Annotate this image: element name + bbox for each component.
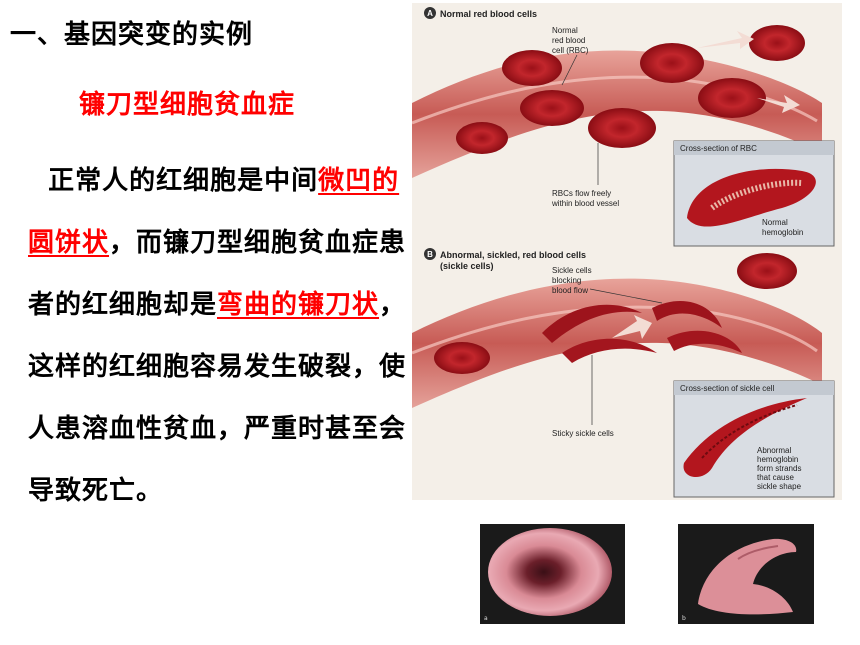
hemoglobin-dots bbox=[710, 179, 803, 211]
cell-fold bbox=[737, 545, 779, 560]
rbc-normal bbox=[520, 90, 584, 126]
panel-b-title: Abnormal, sickled, red blood cells (sick… bbox=[440, 250, 589, 271]
panel-a-marker: A bbox=[427, 9, 433, 18]
hemoglobin-strands bbox=[701, 404, 798, 459]
highlight-disc-shape: 微凹的圆饼状 bbox=[28, 166, 400, 258]
leader-line bbox=[561, 54, 578, 86]
sickle-cell bbox=[667, 330, 742, 353]
biconcave-disc-cell bbox=[488, 528, 612, 616]
body-paragraph: 正常人的红细胞是中间微凹的圆饼状，而镰刀型细胞贫血症患者的红细胞却是弯曲的镰刀状… bbox=[28, 150, 408, 522]
inset-title: Cross-section of RBC bbox=[680, 144, 757, 153]
text-run: 正常人的红细胞是中间 bbox=[48, 166, 319, 196]
label-rbc-flow: RBCs flow freely within blood vessel bbox=[551, 189, 619, 208]
inset-title: Cross-section of sickle cell bbox=[680, 384, 774, 393]
inset-label: Abnormal hemoglobin form strands that ca… bbox=[757, 446, 804, 491]
highlight-sickle-shape: 弯曲的镰刀状 bbox=[217, 290, 380, 320]
sickle-cross-section-shape bbox=[683, 398, 807, 478]
panel-b-marker-icon bbox=[424, 248, 436, 260]
label-sickle-blocking: Sickle cells blocking blood flow bbox=[552, 266, 594, 295]
sickle-cell bbox=[562, 338, 657, 363]
panel-a-marker-icon bbox=[424, 7, 436, 19]
flow-arrow-icon bbox=[612, 315, 652, 339]
panel-b-marker: B bbox=[427, 250, 433, 259]
micrograph-normal-rbc: a bbox=[480, 524, 625, 624]
rbc-normal bbox=[749, 25, 805, 61]
rbc-normal bbox=[434, 342, 490, 374]
rbc-normal bbox=[456, 122, 508, 154]
flow-arrow-icon bbox=[697, 31, 754, 49]
text-run: ，这样的红细胞容易发生破裂，使人患溶血性贫血，严重时甚至会导致死亡。 bbox=[28, 290, 407, 506]
rbc-normal bbox=[588, 108, 656, 148]
inset-rbc-cross-section: Cross-section of RBC Normal hemoglobin bbox=[673, 140, 835, 247]
sickle-cell bbox=[542, 304, 642, 343]
rbc-normal bbox=[502, 50, 562, 86]
text-run: ，而镰刀型细胞贫血症患者的红细胞却是 bbox=[28, 228, 407, 320]
blood-vessel-illustration: A Normal red blood cells Normal red bloo… bbox=[412, 3, 842, 500]
rbc-normal bbox=[640, 43, 704, 83]
leader-line bbox=[589, 288, 663, 304]
label-normal-rbc: Normal red blood cell (RBC) bbox=[552, 26, 589, 55]
section-subtitle: 镰刀型细胞贫血症 bbox=[79, 90, 296, 120]
inset-sickle-cross-section: Cross-section of sickle cell Abnormal he… bbox=[673, 380, 835, 498]
micrograph-sickle-cell: b bbox=[678, 524, 814, 624]
micrograph-label: b bbox=[682, 615, 686, 622]
micrograph-label: a bbox=[484, 615, 488, 622]
page-title: 一、基因突变的实例 bbox=[10, 20, 254, 50]
rbc-normal bbox=[698, 78, 766, 118]
panel-a-title: Normal red blood cells bbox=[440, 9, 537, 19]
label-sticky-sickle: Sticky sickle cells bbox=[552, 429, 614, 438]
inset-label: Normal hemoglobin bbox=[762, 218, 803, 237]
sickle-shaped-cell bbox=[698, 538, 797, 615]
sickle-cell bbox=[652, 300, 722, 328]
flow-arrow-icon bbox=[757, 95, 800, 113]
rbc-normal bbox=[737, 253, 797, 289]
text-run bbox=[28, 166, 48, 196]
